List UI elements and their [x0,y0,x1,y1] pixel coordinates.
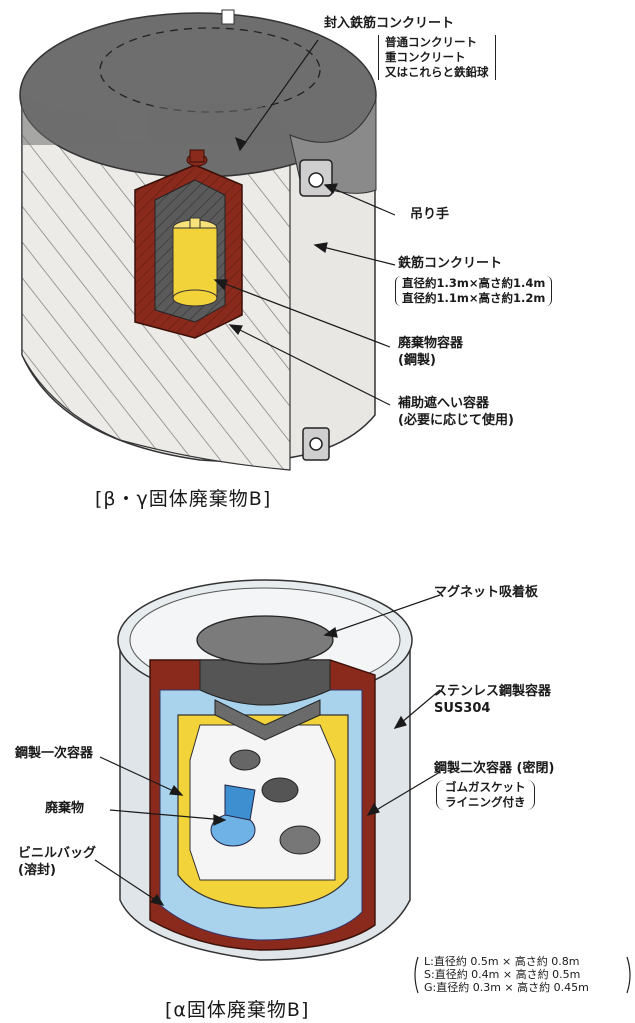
leader-lines-top [213,39,396,406]
lifting-lug-bottom-icon [302,427,330,461]
label-stainless-grade: SUS304 [434,701,491,716]
size-g: G:直径約 0.3m × 高さ約 0.45m [424,981,589,994]
dimension-large: 直径約1.3m×高さ約1.4m [402,276,546,290]
label-aux-shield-note: (必要に応じて使用) [398,413,514,428]
label-waste-container: 廃棄物容器 [398,336,464,351]
size-list: L:直径約 0.5m × 高さ約 0.8m S:直径約 0.4m × 高さ約 0… [424,955,589,994]
lifting-lug-top-icon [299,159,333,197]
label-lifting-lug: 吊り手 [410,207,450,222]
option-normal-concrete: 普通コンクリート [385,35,477,49]
caption-beta-gamma: [β・γ固体廃棄物B] [95,488,272,510]
label-waste: 廃棄物 [45,801,85,816]
label-magnet-plate: マグネット吸着板 [434,585,539,600]
label-reinforced-concrete: 鉄筋コンクリート [398,256,503,271]
option-heavy-concrete: 重コンクリート [385,50,466,64]
leader-lines-bottom [94,594,441,906]
caption-alpha: [α固体廃棄物B] [165,999,310,1021]
label-stainless-container: ステンレス鋼製容器 [434,684,552,699]
label-primary-container: 鋼製一次容器 [15,746,94,761]
sealed-concrete-options: 普通コンクリート 重コンクリート 又はこれらと鉄鉛球 [378,35,496,80]
reinforced-concrete-dimensions: 直径約1.3m×高さ約1.4m 直径約1.1m×高さ約1.2m [395,276,553,306]
label-aux-shield: 補助遮へい容器 [398,396,490,411]
option-lead-balls: 又はこれらと鉄鉛球 [385,65,489,79]
secondary-container-note: ゴムガスケット ライニング付き [436,780,535,810]
note-lining: ライニング付き [445,795,526,809]
waste-container [172,217,218,307]
label-waste-container-note: (鋼製) [398,353,436,368]
label-vinyl-bag: ビニルバッグ [18,846,97,861]
alpha-container-assembly [117,579,413,961]
label-vinyl-bag-note: (溶封) [18,863,56,878]
label-secondary-container: 鋼製二次容器 (密閉) [434,761,555,776]
size-s: S:直径約 0.4m × 高さ約 0.5m [424,968,581,981]
concrete-cask [19,9,377,471]
size-l: L:直径約 0.5m × 高さ約 0.8m [424,955,580,968]
note-rubber-gasket: ゴムガスケット [445,780,526,794]
dimension-small: 直径約1.1m×高さ約1.2m [402,291,546,305]
label-sealed-concrete: 封入鉄筋コンクリート [324,16,455,31]
size-brackets [414,956,631,994]
